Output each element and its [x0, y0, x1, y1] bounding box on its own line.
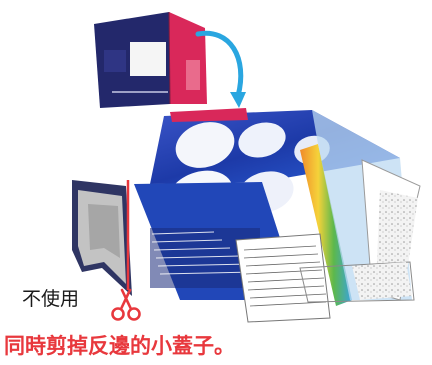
- unused-side-flap: [72, 180, 132, 296]
- instruction-caption: 同時剪掉反邊的小蓋子。: [4, 334, 235, 358]
- carton-box: [134, 108, 421, 323]
- scissors-icon: [111, 288, 141, 321]
- curved-arrow-icon: [195, 30, 246, 108]
- flap-white-label: [130, 42, 166, 76]
- unused-label: 不使用: [22, 288, 80, 310]
- top-flap-piece: [94, 11, 207, 108]
